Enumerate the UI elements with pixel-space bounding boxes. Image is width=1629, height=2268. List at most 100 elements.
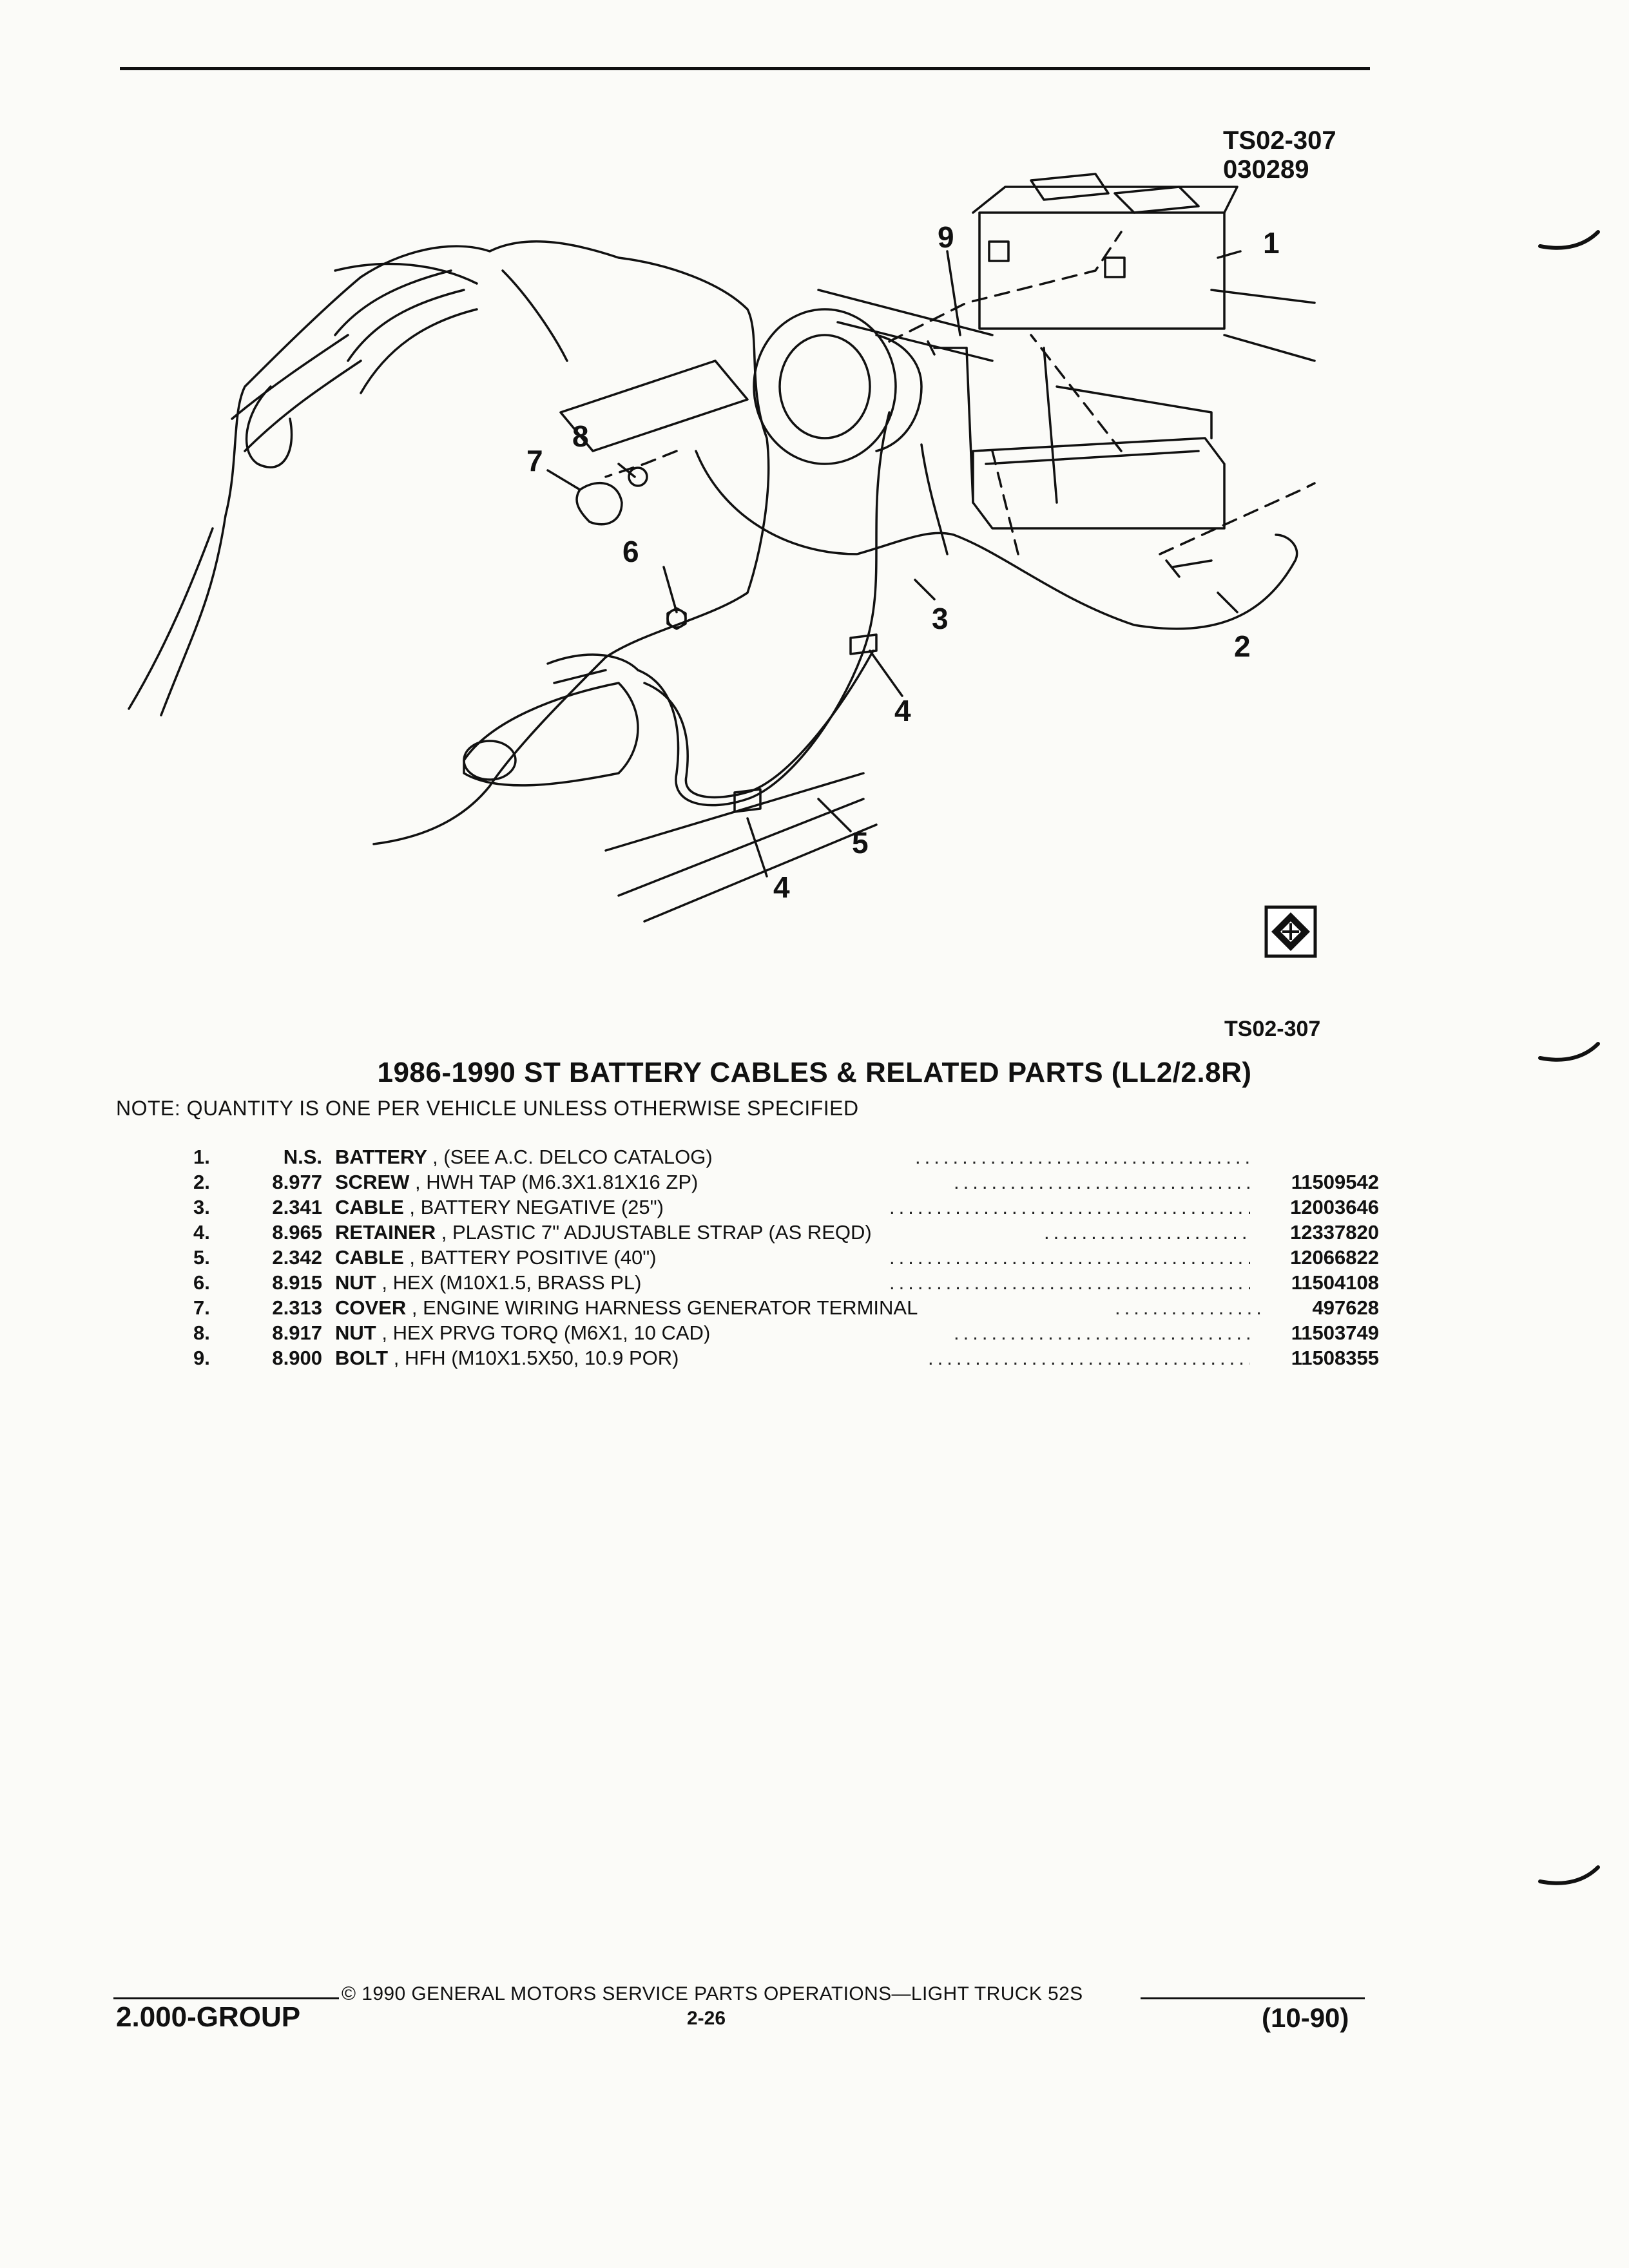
callout-3: 3 [932,602,949,635]
parts-row: 6. 8.915 NUT , HEX (M10X1.5, BRASS PL) .… [155,1271,1379,1296]
retainer-clip-lower [733,788,762,813]
parts-row: 8. 8.917 NUT , HEX PRVG TORQ (M6X1, 10 C… [155,1321,1379,1347]
battery-box [978,211,1226,330]
part-description: BOLT , HFH (M10X1.5X50, 10.9 POR) [335,1347,679,1370]
figure-code-number: TS02-307 [1223,126,1336,155]
parts-row: 1. N.S. BATTERY , (SEE A.C. DELCO CATALO… [155,1146,1379,1171]
binder-marks [1538,230,1600,1885]
figure-code: TS02-307 030289 [1223,126,1336,184]
callout-9: 9 [938,220,954,254]
footer-rule-right [1141,1997,1365,1999]
group-number: 8.915 [272,1271,322,1294]
cover-7 [575,482,623,526]
parts-row: 4. 8.965 RETAINER , PLASTIC 7" ADJUSTABL… [155,1221,1379,1246]
dot-leader: ........................................… [915,1146,1250,1168]
positive-cable [637,411,891,807]
group-number: 8.917 [272,1321,322,1344]
part-name: NUT [335,1321,376,1344]
footer-group: 2.000-GROUP [116,2001,301,2033]
part-number: 11504108 [1291,1271,1379,1294]
dot-leader: ........................................… [889,1196,1250,1218]
item-number: 7. [193,1296,210,1319]
figure-code-date: 030289 [1223,155,1309,184]
part-description: SCREW , HWH TAP (M6.3X1.81X16 ZP) [335,1171,698,1194]
part-description: BATTERY , (SEE A.C. DELCO CATALOG) [335,1146,713,1169]
parts-row: 5. 2.342 CABLE , BATTERY POSITIVE (40") … [155,1246,1379,1271]
callout-1: 1 [1263,226,1280,260]
parts-row: 3. 2.341 CABLE , BATTERY NEGATIVE (25") … [155,1196,1379,1221]
part-description: COVER , ENGINE WIRING HARNESS GENERATOR … [335,1296,918,1320]
ground-strap [920,443,949,555]
part-number: 11508355 [1291,1347,1379,1369]
part-name: CABLE [335,1196,404,1218]
page-number: 2-26 [687,2008,726,2029]
fan-housing [334,269,478,394]
page-title: 1986-1990 ST BATTERY CABLES & RELATED PA… [377,1057,1252,1088]
part-name: NUT [335,1271,376,1294]
battery-tray-inner [985,385,1213,465]
part-number: 497628 [1312,1296,1379,1319]
item-number: 3. [193,1196,210,1218]
dot-leader: ........................................… [1115,1296,1263,1319]
part-name: COVER [335,1296,407,1319]
battery-cap-right [1113,186,1200,214]
harness-loop [245,385,293,468]
parts-row: 2. 8.977 SCREW , HWH TAP (M6.3X1.81X16 Z… [155,1171,1379,1196]
part-name: BOLT [335,1347,389,1369]
parts-list: 1. N.S. BATTERY , (SEE A.C. DELCO CATALO… [155,1146,1379,1372]
footer-rule-left [113,1997,339,1999]
item-number: 9. [193,1347,210,1369]
item-number: 4. [193,1221,210,1244]
negative-cable [695,450,1298,630]
part-detail: , HFH (M10X1.5X50, 10.9 POR) [393,1347,679,1369]
item-number: 8. [193,1321,210,1344]
part-number: 11503749 [1291,1321,1379,1344]
part-description: RETAINER , PLASTIC 7" ADJUSTABLE STRAP (… [335,1221,872,1244]
part-detail: , HEX PRVG TORQ (M6X1, 10 CAD) [381,1321,711,1344]
callout-4-upper: 4 [894,694,911,727]
item-number: 6. [193,1271,210,1294]
retainer-clip-upper [849,633,878,655]
alternator-pulley [875,334,923,452]
part-detail: , BATTERY NEGATIVE (25") [409,1196,664,1218]
starter-end [463,740,517,781]
alternator-bracket [559,360,749,452]
callout-6: 6 [622,535,639,568]
revision-date: (10-90) [1262,2003,1349,2033]
part-description: CABLE , BATTERY NEGATIVE (25") [335,1196,664,1219]
callout-2: 2 [1234,629,1251,663]
part-number: 12003646 [1290,1196,1379,1218]
tray-support [965,347,1058,504]
parts-row: 9. 8.900 BOLT , HFH (M10X1.5X50, 10.9 PO… [155,1347,1379,1372]
part-detail: , PLASTIC 7" ADJUSTABLE STRAP (AS REQD) [441,1221,872,1244]
group-number: 2.341 [272,1196,322,1218]
positive-cable-outer [643,649,874,799]
dashed-lines [604,231,1316,555]
parts-row: 7. 2.313 COVER , ENGINE WIRING HARNESS G… [155,1296,1379,1321]
item-number: 5. [193,1246,210,1269]
battery-top [972,186,1239,214]
part-detail: , (SEE A.C. DELCO CATALOG) [432,1146,713,1168]
part-description: NUT , HEX (M10X1.5, BRASS PL) [335,1271,642,1294]
item-number: 1. [193,1146,210,1168]
starter-solenoid [546,653,639,684]
callout-5: 5 [852,826,869,860]
group-number: 2.342 [272,1246,322,1269]
nut-8 [628,466,648,487]
engine-detail [231,262,568,452]
callout-8: 8 [572,419,589,453]
battery-terminal-right [1104,256,1126,278]
dot-leader: ........................................… [928,1347,1250,1369]
dot-leader: ........................................… [954,1321,1250,1344]
part-name: SCREW [335,1171,410,1193]
dot-leader: ........................................… [889,1271,1250,1294]
part-detail: , HEX (M10X1.5, BRASS PL) [381,1271,642,1294]
frame-rail-lower [604,772,878,923]
battery-terminal-left [988,240,1010,262]
dot-leader: ........................................… [889,1246,1250,1269]
group-number: 8.900 [272,1347,322,1369]
starter-motor [463,682,639,787]
part-number: 12066822 [1290,1246,1379,1269]
callout-7: 7 [526,444,543,477]
part-detail: , ENGINE WIRING HARNESS GENERATOR TERMIN… [411,1296,918,1319]
